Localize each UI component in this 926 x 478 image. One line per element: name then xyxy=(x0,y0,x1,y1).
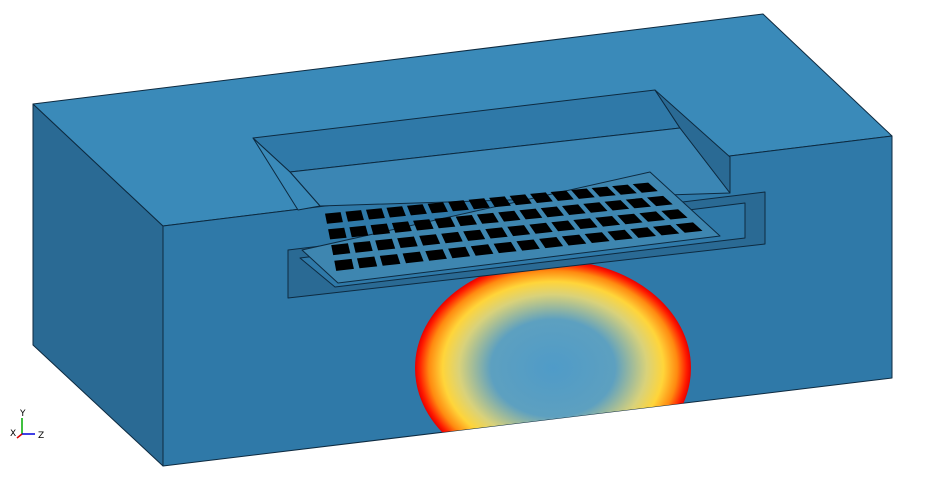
recess-right-wall xyxy=(654,89,731,194)
grid-cell xyxy=(617,213,643,225)
grid-cell xyxy=(540,206,564,218)
grid-cell xyxy=(630,227,656,238)
grid-cell xyxy=(612,184,637,195)
grid-cell xyxy=(476,212,499,224)
grid-cell xyxy=(325,212,343,224)
grid-cell xyxy=(425,249,447,261)
z-axis-label: Z xyxy=(38,431,44,441)
grid-cell xyxy=(507,225,531,237)
grid-cell xyxy=(370,223,391,235)
grid-cell xyxy=(604,200,630,211)
grid-cell xyxy=(639,211,666,222)
grid-cell xyxy=(591,186,616,197)
grid-cell xyxy=(550,190,574,201)
grid-cell xyxy=(632,182,658,193)
grid-cell xyxy=(571,188,595,199)
grid-cell xyxy=(357,256,378,269)
grid-cell xyxy=(379,254,401,266)
grid-cell xyxy=(625,198,651,209)
grid-cell xyxy=(489,196,511,208)
grid-cell xyxy=(470,244,494,256)
grid-cell xyxy=(397,236,418,248)
grid-cell xyxy=(607,229,633,241)
grid-cell xyxy=(519,208,543,220)
grid-cell xyxy=(573,218,598,229)
grid-cell xyxy=(468,198,490,210)
recess-left-step xyxy=(252,137,321,211)
grid-cell xyxy=(539,237,564,249)
grid-cell xyxy=(652,224,680,236)
grid-cell xyxy=(448,200,469,212)
grid-cell xyxy=(407,204,427,216)
grid-cell xyxy=(366,208,385,220)
grid-cell xyxy=(509,194,532,206)
grid-cell xyxy=(530,192,553,203)
grid-cell xyxy=(529,222,553,234)
grid-cell xyxy=(647,195,673,207)
grid-cell xyxy=(661,209,688,220)
grid-cell xyxy=(455,215,477,227)
y-axis-label: Y xyxy=(19,409,26,419)
grid-cell xyxy=(434,217,456,229)
grid-cell xyxy=(386,206,406,218)
grid-cell xyxy=(441,231,463,244)
grid-cell xyxy=(349,225,369,238)
grid-cell xyxy=(353,241,373,253)
grid-cell xyxy=(375,238,396,251)
grid-cell xyxy=(562,204,586,215)
solid-block xyxy=(32,13,893,478)
grid-cell xyxy=(463,229,486,241)
grid-cell xyxy=(675,222,703,233)
sensor-grid xyxy=(325,182,703,271)
grid-cell xyxy=(427,202,448,214)
grid-cell xyxy=(413,219,434,231)
grid-cell xyxy=(334,258,354,271)
section-cut xyxy=(430,408,663,478)
grid-cell xyxy=(583,202,608,213)
grid-cell xyxy=(498,210,521,222)
grid-cell xyxy=(516,239,540,251)
grid-cell xyxy=(345,210,364,222)
grid-cell xyxy=(391,221,412,233)
grid-cell xyxy=(595,216,621,227)
grid-cell xyxy=(331,243,351,256)
grid-cell xyxy=(584,232,610,243)
grid-cell xyxy=(485,227,508,239)
grid-cell xyxy=(402,251,424,264)
grid-cell xyxy=(448,246,471,259)
x-axis-line xyxy=(16,433,23,439)
grid-cell xyxy=(493,241,517,254)
x-axis-label: X xyxy=(10,429,16,439)
grid-cell xyxy=(419,234,441,246)
grid-cell xyxy=(561,234,587,246)
axis-triad: Y X Z xyxy=(10,409,44,441)
grid-cell xyxy=(328,227,347,240)
grid-cell xyxy=(551,220,576,232)
